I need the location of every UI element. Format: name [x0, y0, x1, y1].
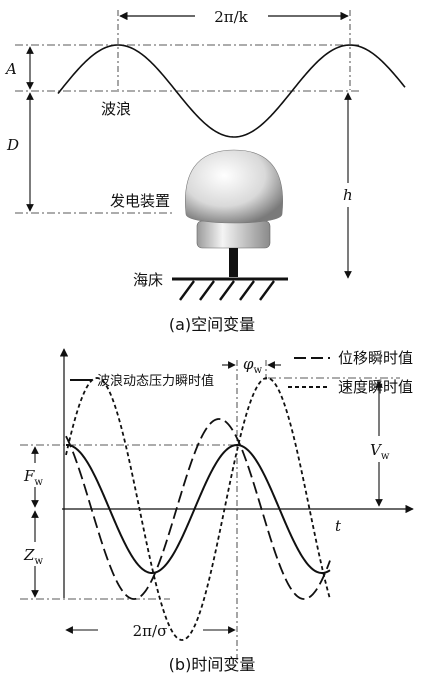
- legend-displacement-label: 位移瞬时值: [338, 349, 413, 367]
- top-diagram: 2π/k A D h 波浪 发电装置 海床: [4, 8, 406, 334]
- generator-device: [185, 149, 283, 277]
- caption-b: (b)时间变量: [169, 655, 256, 674]
- displacement-curve: [65, 418, 331, 600]
- seabed-hatch: [179, 280, 275, 301]
- displacement-amplitude-label: Zw: [23, 546, 43, 567]
- legend: 位移瞬时值 速度瞬时值 波浪动态压力瞬时值: [70, 349, 413, 396]
- pressure-amplitude-label: Fw: [23, 467, 43, 488]
- device-post: [229, 248, 238, 277]
- period-label: 2π/σ: [133, 622, 168, 640]
- pressure-curve: [65, 443, 331, 575]
- wave-label: 波浪: [101, 100, 131, 118]
- generator-label: 发电装置: [110, 192, 170, 210]
- caption-a: (a)空间变量: [169, 315, 255, 334]
- legend-pressure-label: 波浪动态压力瞬时值: [97, 373, 214, 389]
- wave-curve: [57, 44, 406, 138]
- legend-velocity-label: 速度瞬时值: [338, 378, 413, 396]
- seabed-label: 海床: [133, 271, 163, 289]
- displacement-amp-label-bg: [20, 542, 50, 566]
- height-label: h: [343, 186, 353, 204]
- pressure-amp-label-bg: [20, 463, 50, 487]
- amplitude-label: A: [4, 60, 17, 78]
- velocity-amplitude-label: Vw: [370, 441, 390, 462]
- phase-label: φw: [243, 355, 263, 376]
- depth-label-bg: [5, 133, 25, 155]
- device-base: [196, 220, 271, 249]
- velocity-curve: [65, 377, 331, 641]
- wavelength-label: 2π/k: [214, 8, 248, 26]
- depth-label: D: [6, 136, 19, 154]
- bottom-diagram: t φw 位移瞬时值 速度瞬时值 波浪动态压力瞬时值 Vw Fw: [20, 348, 414, 674]
- t-axis-label: t: [335, 517, 342, 535]
- device-dome: [185, 149, 283, 224]
- velocity-amp-label-bg: [366, 436, 396, 462]
- height-label-bg: [338, 183, 358, 207]
